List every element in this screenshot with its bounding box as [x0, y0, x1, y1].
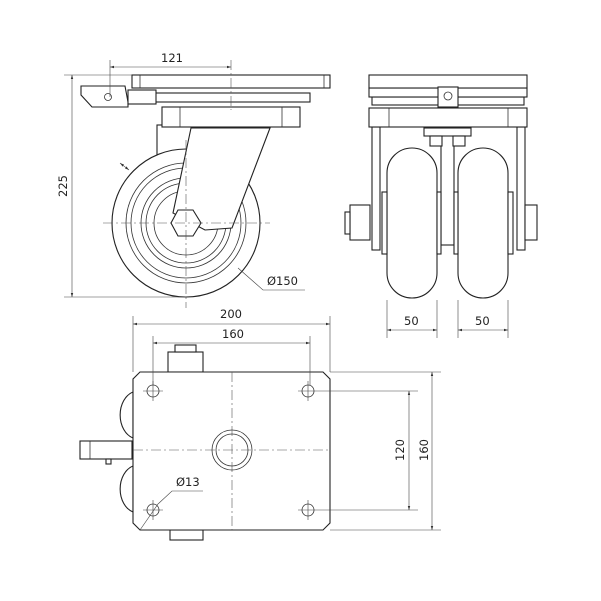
- side-housing: [368, 107, 528, 128]
- plan-view: 200 160 120 160 Ø13: [79, 307, 441, 541]
- brake-latch: [437, 86, 459, 108]
- kingpin-ring: [211, 429, 253, 471]
- wheel-top-1: [119, 391, 134, 439]
- leg-left: [371, 126, 381, 251]
- side-top-plate: [368, 74, 528, 89]
- wheel-left: [386, 147, 438, 299]
- side-view: 50 50: [344, 74, 538, 338]
- dim-hole-diameter: Ø13: [176, 475, 200, 489]
- brake-lever-top: [79, 440, 133, 460]
- bearing-plate: [154, 92, 311, 103]
- axle-nut-top: [167, 351, 204, 373]
- dim-hole-spacing-width: 120: [393, 439, 407, 461]
- dim-plate-length: 200: [220, 307, 242, 321]
- dim-wheel-width-right: 50: [475, 314, 490, 328]
- wheel-right: [457, 147, 509, 299]
- axle-nut-bottom: [169, 529, 204, 541]
- center-plate: [440, 126, 455, 246]
- fork: [172, 127, 271, 231]
- front-view: 121 225 Ø150: [56, 51, 331, 308]
- bolt-holes: [143, 381, 318, 520]
- mounting-plate: [132, 371, 331, 531]
- dim-offset: 121: [161, 51, 183, 65]
- axle-nut-right: [524, 204, 538, 241]
- dim-hole-spacing-length: 160: [222, 327, 244, 341]
- axle-nut-left: [349, 204, 371, 241]
- dim-wheel-diameter: Ø150: [267, 274, 298, 288]
- dim-plate-width: 160: [417, 439, 431, 461]
- swivel-housing: [161, 106, 301, 128]
- dim-height: 225: [56, 175, 70, 197]
- dim-wheel-width-left: 50: [404, 314, 419, 328]
- leg-right: [516, 126, 526, 251]
- wheel-top-2: [119, 465, 134, 513]
